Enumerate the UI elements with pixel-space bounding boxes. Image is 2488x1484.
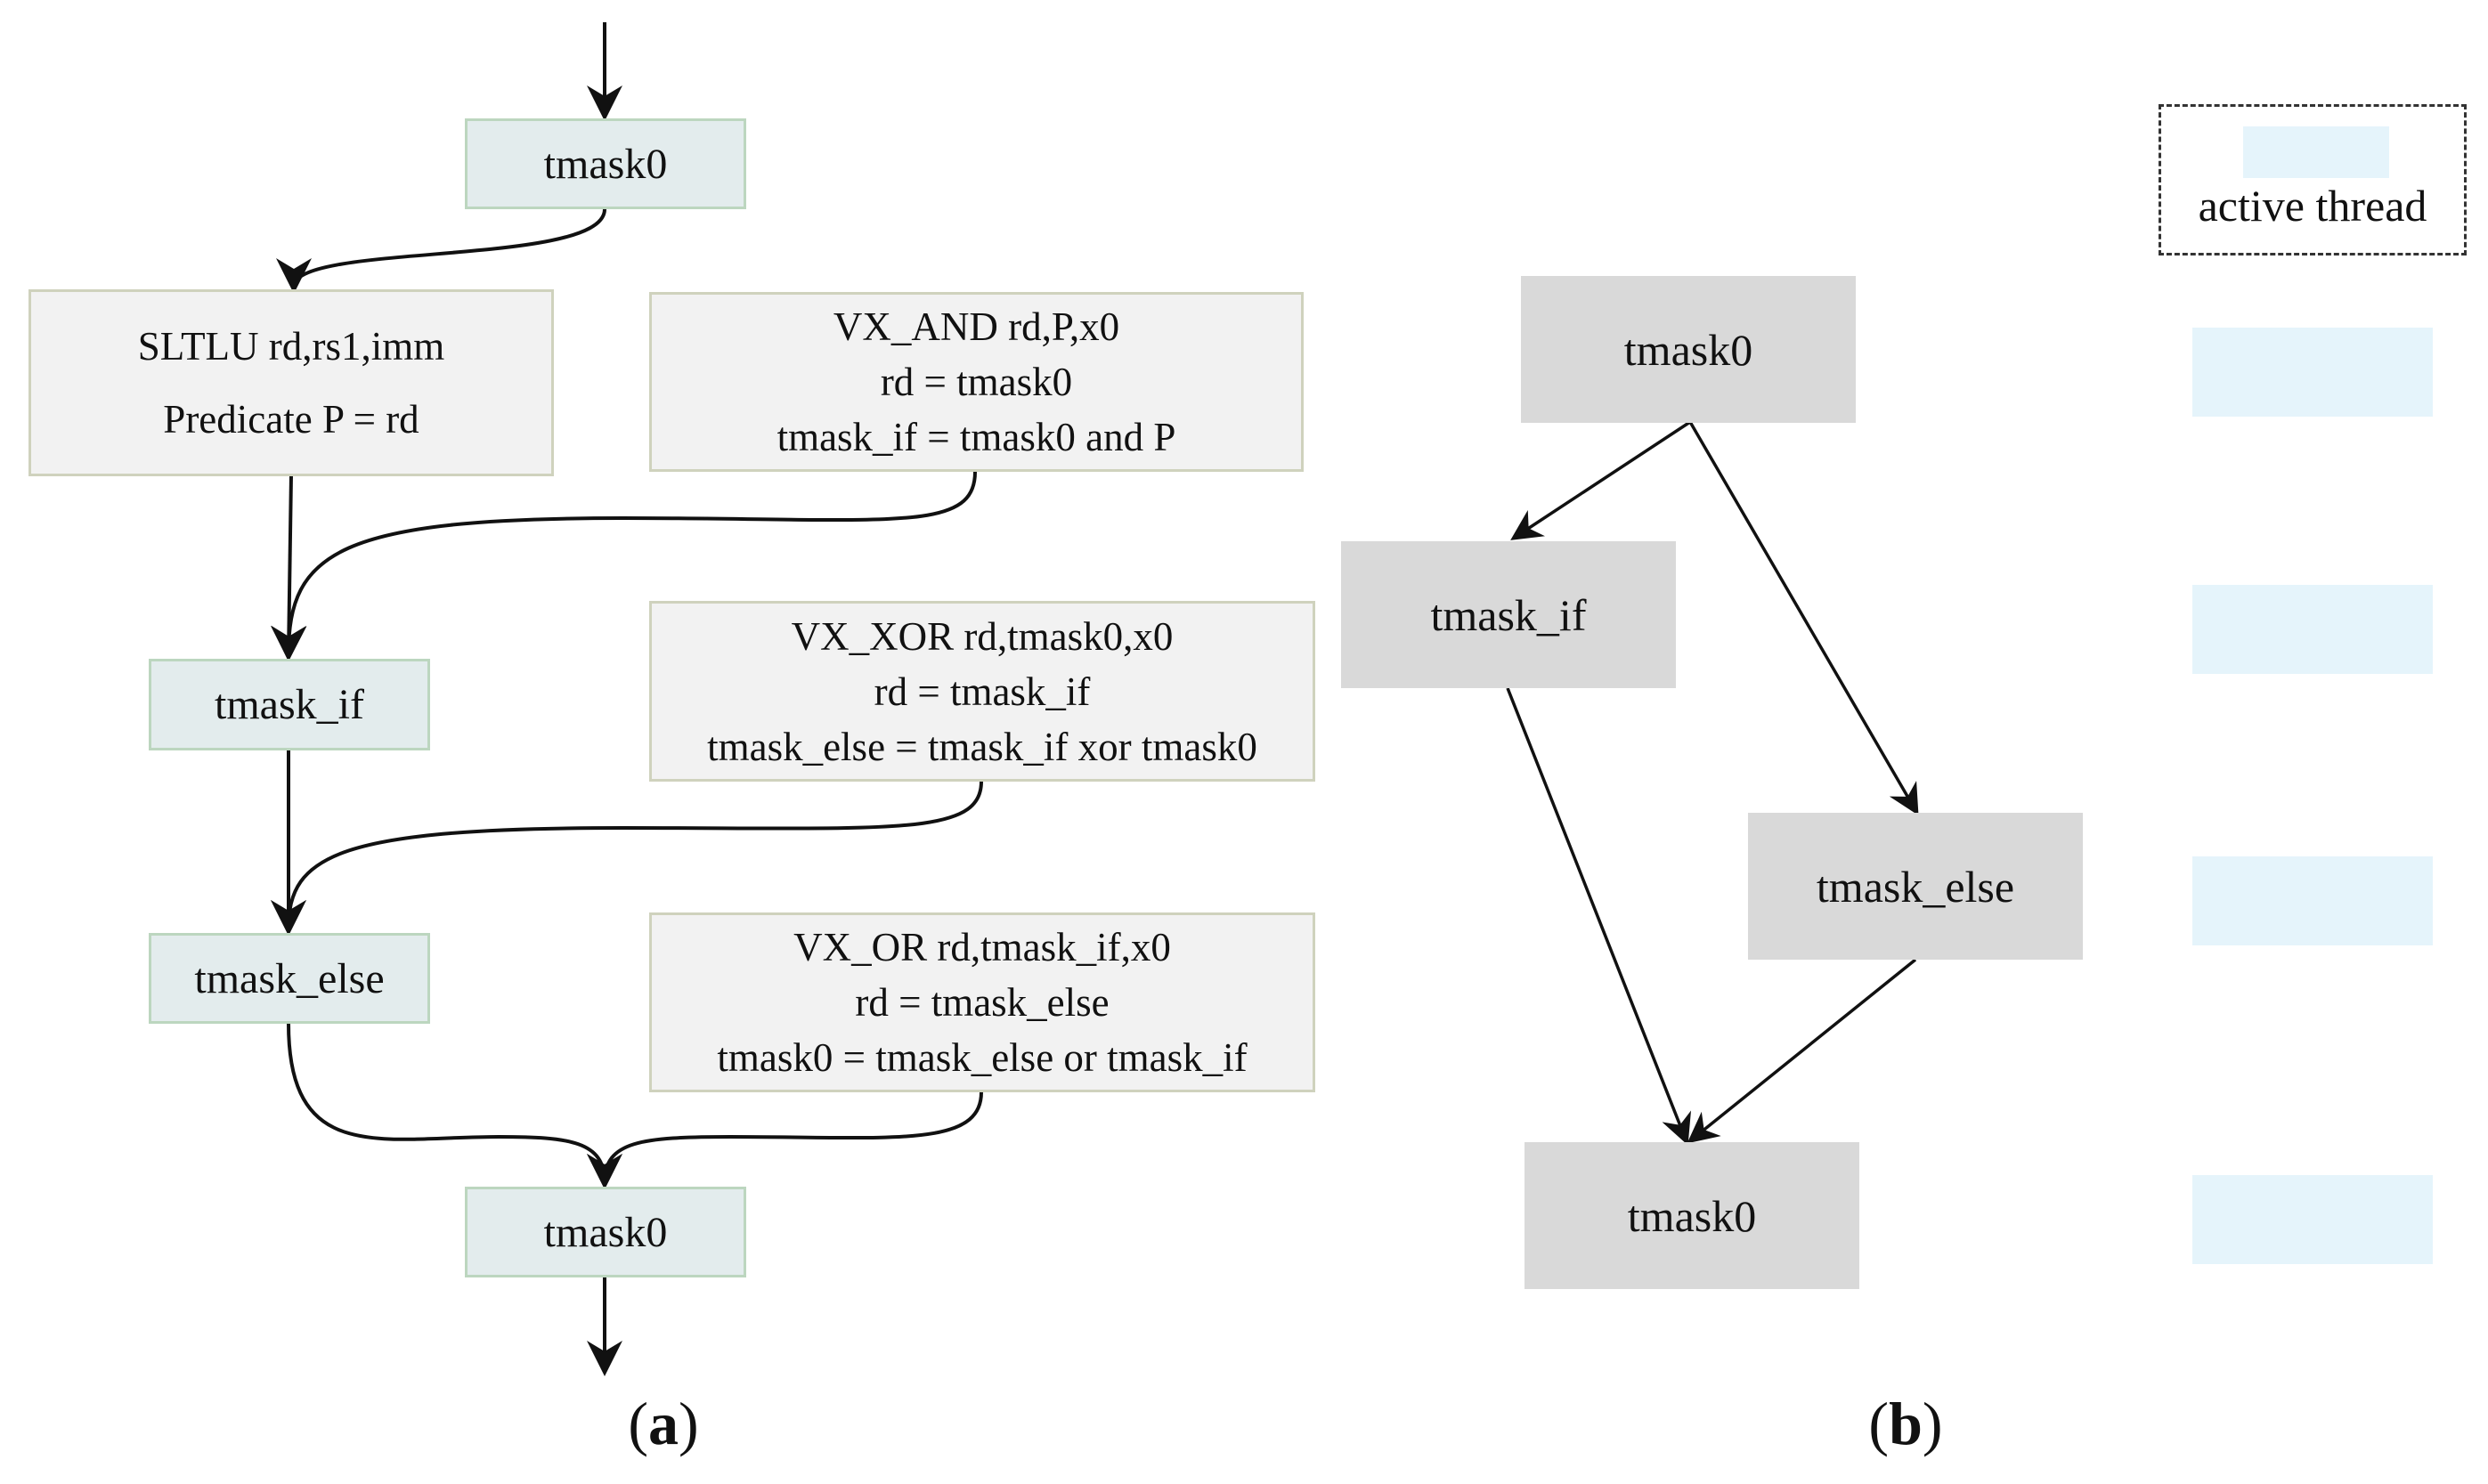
panel-label-a: (a) [628, 1390, 699, 1457]
instr-vx-or: VX_OR rd,tmask_if,x0 rd = tmask_else tma… [649, 912, 1315, 1092]
edge-b-top-to-else [1688, 421, 1919, 816]
instr-line: rd = tmask_if [874, 669, 1091, 714]
edge-b-if-to-bottom [1506, 687, 1692, 1146]
edge-b-top-to-if [1510, 420, 1691, 540]
instr-line: tmask_if = tmask0 and P [776, 415, 1176, 459]
instr-line: tmask_else = tmask_if xor tmask0 [707, 724, 1257, 769]
edge-else-to-merge [287, 1023, 622, 1189]
mask-label: tmask_else [194, 954, 385, 1002]
edge-xor-to-else [271, 781, 983, 936]
legend-text: active thread [2198, 181, 2427, 231]
mask-tmask0-top: tmask0 [465, 118, 746, 209]
instr-line: VX_XOR rd,tmask0,x0 [791, 613, 1174, 659]
edge-and-to-if [271, 471, 977, 661]
node-label: tmask0 [1627, 1190, 1757, 1241]
instr-line: Predicate P = rd [163, 397, 419, 442]
mask-label: tmask_if [215, 681, 364, 728]
instr-line: SLTLU rd,rs1,imm [137, 324, 445, 369]
thread-bar-row-3 [2192, 856, 2433, 945]
node-b-tmask-else: tmask_else [1748, 813, 2083, 960]
thread-bar-row-2 [2192, 585, 2433, 674]
node-b-tmask-if: tmask_if [1341, 541, 1676, 688]
mask-tmask-if: tmask_if [149, 659, 430, 750]
instr-line: tmask0 = tmask_else or tmask_if [717, 1035, 1248, 1080]
instr-line: VX_AND rd,P,x0 [833, 304, 1120, 349]
panel-label-b: (b) [1868, 1390, 1943, 1457]
mask-tmask-else: tmask_else [149, 933, 430, 1024]
node-label: tmask0 [1623, 324, 1753, 375]
thread-bar-row-1 [2192, 328, 2433, 417]
instr-line: rd = tmask_else [855, 980, 1110, 1025]
instr-vx-xor: VX_XOR rd,tmask0,x0 rd = tmask_if tmask_… [649, 601, 1315, 782]
thread-bar-row-4 [2192, 1175, 2433, 1264]
node-label: tmask_if [1430, 589, 1587, 640]
instr-vx-and: VX_AND rd,P,x0 rd = tmask0 tmask_if = tm… [649, 292, 1304, 472]
edge-tmask0-to-sltlu [276, 208, 606, 294]
mask-label: tmask0 [543, 1208, 668, 1256]
instr-line: VX_OR rd,tmask_if,x0 [793, 925, 1171, 969]
legend-swatch [2243, 126, 2389, 178]
instr-line: rd = tmask0 [880, 360, 1073, 404]
legend: active thread [2159, 104, 2467, 255]
edge-b-else-to-bottom [1687, 958, 1917, 1144]
mask-tmask0-bottom: tmask0 [465, 1187, 746, 1277]
node-label: tmask_else [1816, 861, 2015, 912]
instr-sltlu: SLTLU rd,rs1,imm Predicate P = rd [28, 289, 554, 476]
node-b-tmask0-bottom: tmask0 [1525, 1142, 1859, 1289]
node-b-tmask0-top: tmask0 [1521, 276, 1856, 423]
edge-or-to-merge [587, 1091, 983, 1189]
mask-label: tmask0 [543, 140, 668, 188]
